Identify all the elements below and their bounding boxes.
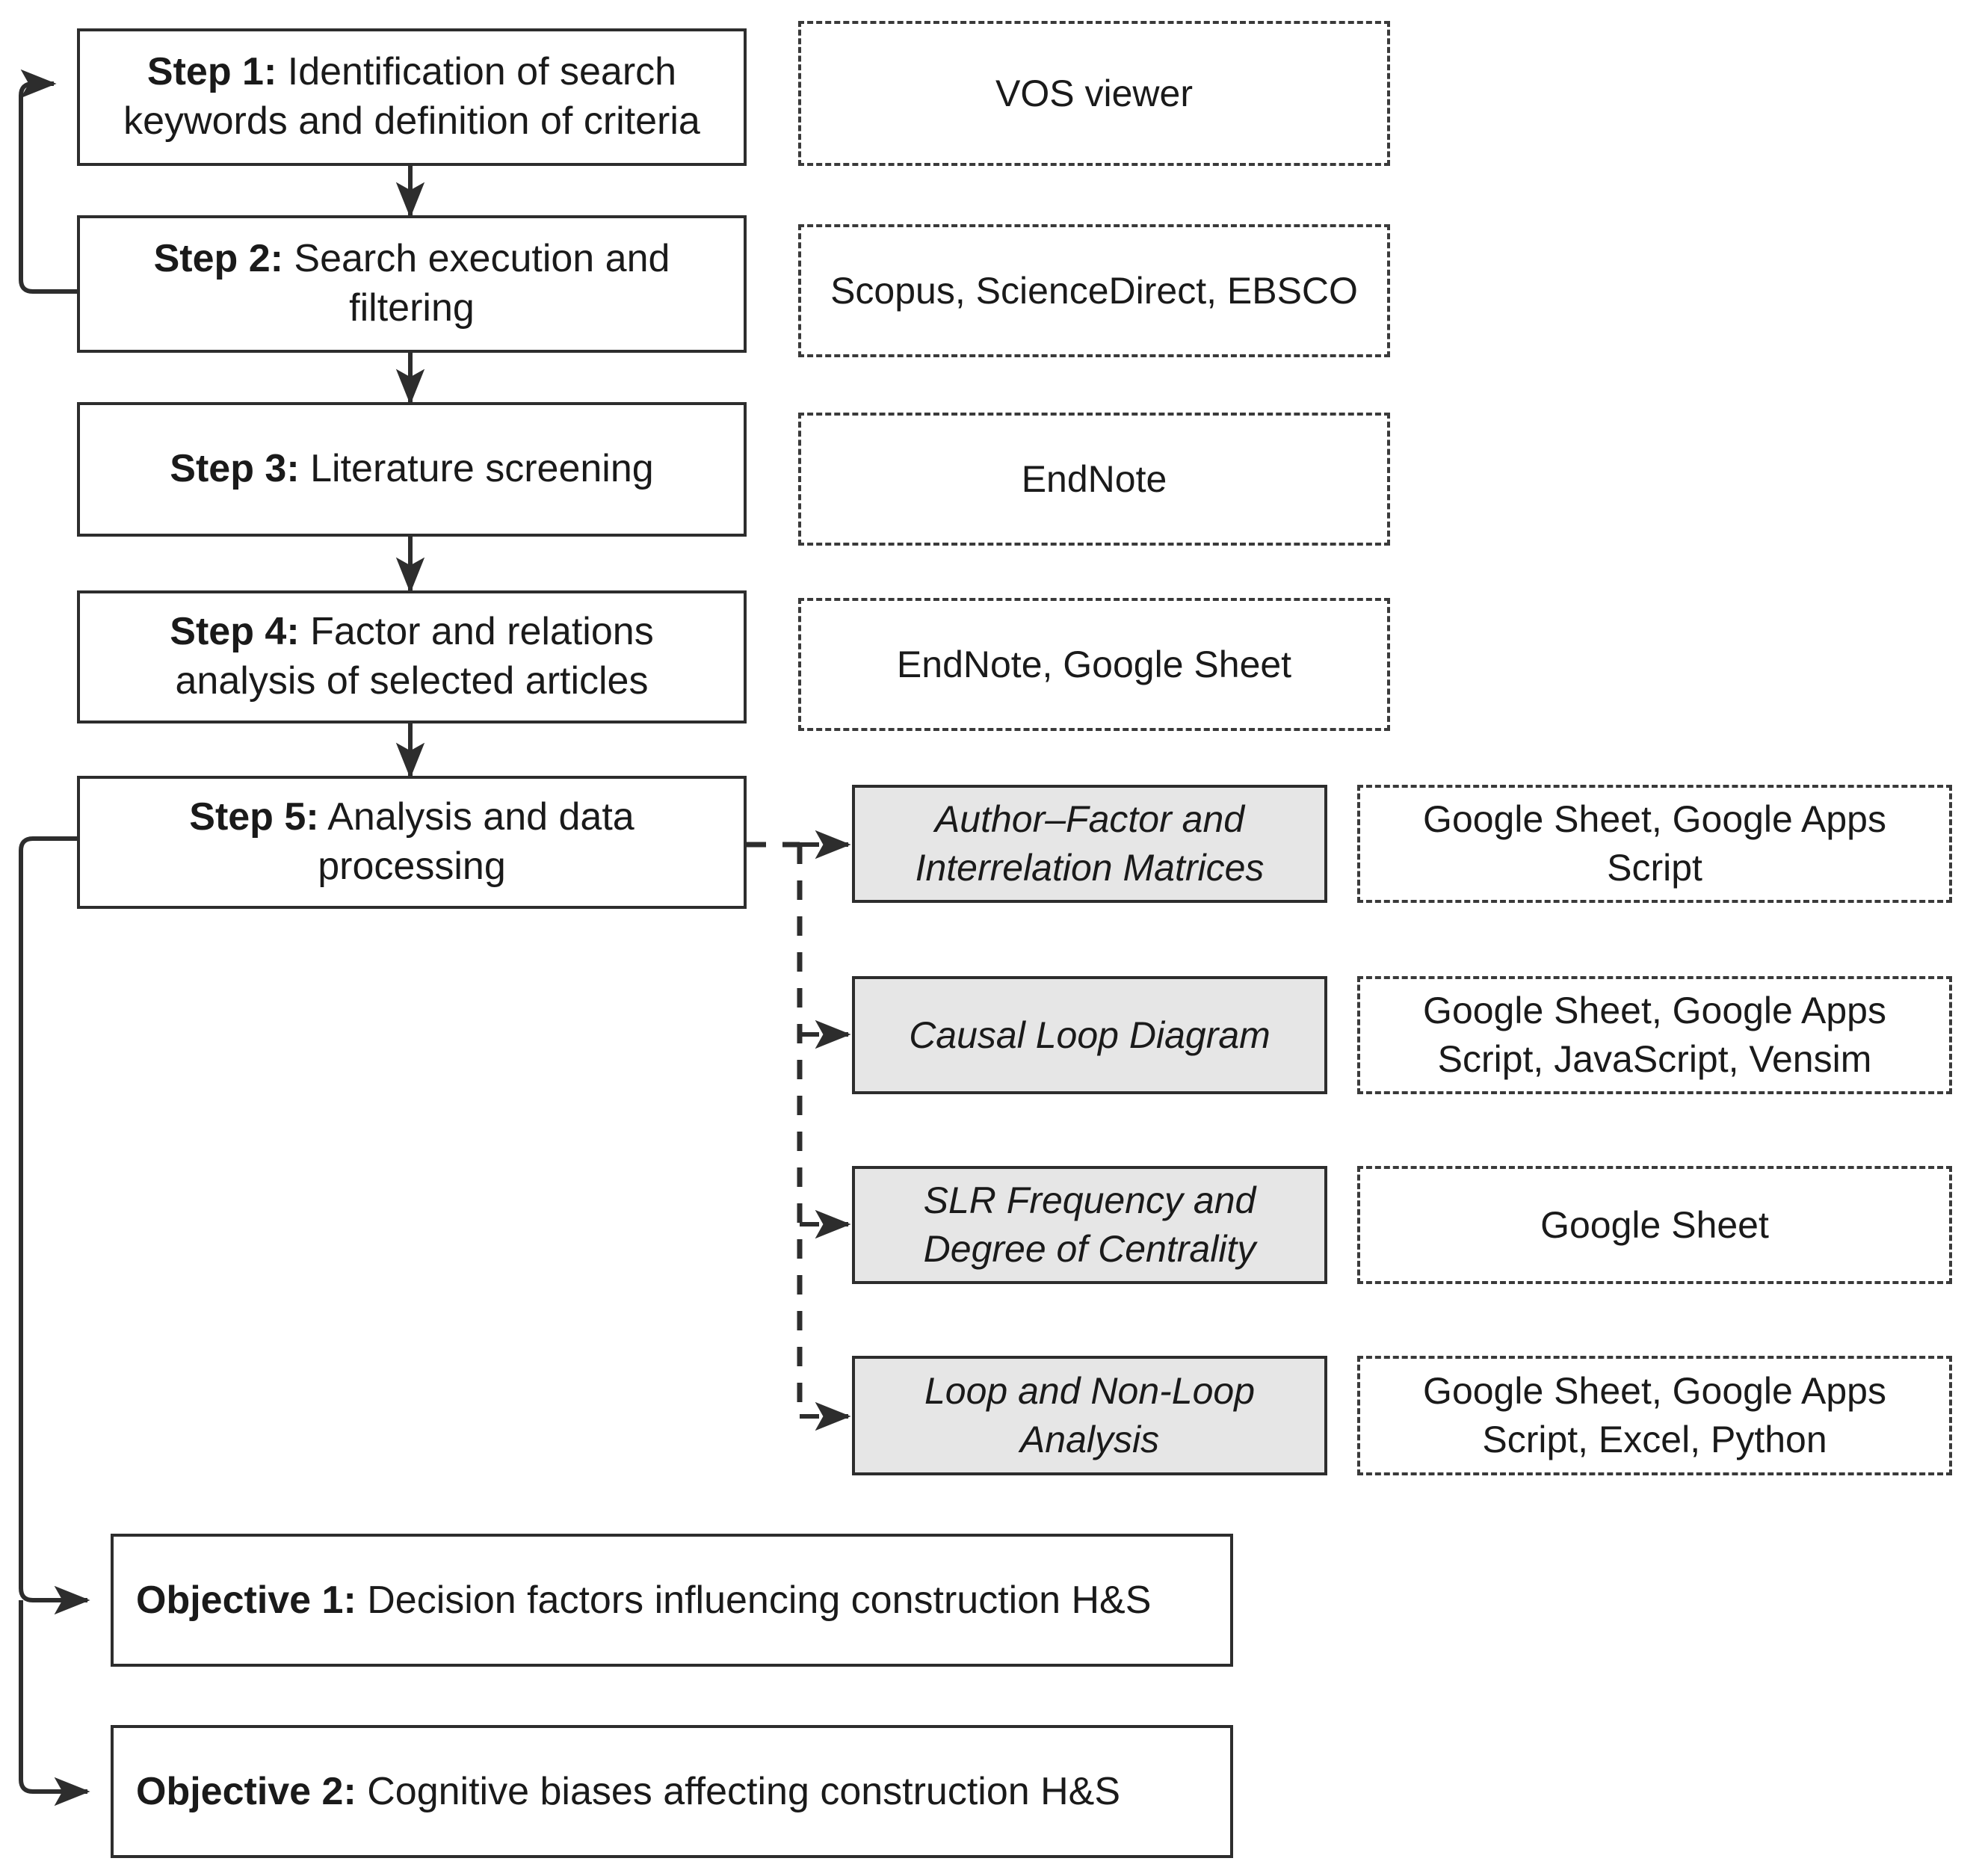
step-box-3[interactable]: Step 3: Literature screening: [77, 402, 747, 537]
artifact-box-1[interactable]: Author–Factor and Interrelation Matrices: [852, 785, 1327, 903]
step-4-label: Step 4: Factor and relations analysis of…: [96, 608, 727, 706]
tool-3-label: EndNote: [1021, 457, 1167, 500]
step-5-label: Step 5: Analysis and data processing: [96, 793, 727, 891]
step-box-2[interactable]: Step 2: Search execution and filtering: [77, 215, 747, 353]
artifact-3-label: SLR Frequency and Degree of Centrality: [923, 1179, 1256, 1270]
objective-2-prefix: Objective 2:: [136, 1769, 356, 1813]
tool-box-1: VOS viewer: [798, 21, 1390, 166]
objective-1-prefix: Objective 1:: [136, 1578, 356, 1622]
artifact-tool-box-3: Google Sheet: [1357, 1166, 1952, 1284]
step-2-label: Step 2: Search execution and filtering: [96, 235, 727, 333]
step-4-text: Factor and relations analysis of selecte…: [175, 610, 654, 703]
tool-box-4: EndNote, Google Sheet: [798, 598, 1390, 731]
tool-box-2: Scopus, ScienceDirect, EBSCO: [798, 224, 1390, 357]
objective-1-text: Decision factors influencing constructio…: [356, 1578, 1152, 1622]
step-4-prefix: Step 4:: [170, 610, 300, 654]
step-box-5[interactable]: Step 5: Analysis and data processing: [77, 776, 747, 909]
artifact-tool-2-label: Google Sheet, Google Apps Script, JavaSc…: [1423, 990, 1886, 1080]
artifact-dashed-arrows: [800, 830, 851, 1431]
artifact-box-4[interactable]: Loop and Non-Loop Analysis: [852, 1356, 1327, 1475]
artifact-tool-box-2: Google Sheet, Google Apps Script, JavaSc…: [1357, 976, 1952, 1094]
feedback-loop-step2-to-step1: [19, 69, 77, 294]
tool-1-label: VOS viewer: [995, 72, 1193, 114]
step-5-prefix: Step 5:: [189, 795, 319, 839]
step-1-label: Step 1: Identification of search keyword…: [96, 48, 727, 146]
step5-artifact-dashed-bus: [747, 842, 803, 1416]
objective-box-2[interactable]: Objective 2: Cognitive biases affecting …: [111, 1725, 1233, 1858]
tool-box-3: EndNote: [798, 413, 1390, 546]
tool-2-label: Scopus, ScienceDirect, EBSCO: [830, 269, 1358, 312]
step-box-4[interactable]: Step 4: Factor and relations analysis of…: [77, 590, 747, 723]
artifact-tool-box-1: Google Sheet, Google Apps Script: [1357, 785, 1952, 903]
tool-4-label: EndNote, Google Sheet: [896, 643, 1292, 685]
artifact-1-label: Author–Factor and Interrelation Matrices: [915, 798, 1265, 889]
artifact-2-label: Causal Loop Diagram: [909, 1013, 1270, 1056]
artifact-4-label: Loop and Non-Loop Analysis: [924, 1370, 1256, 1460]
objective-box-1[interactable]: Objective 1: Decision factors influencin…: [111, 1534, 1233, 1667]
artifact-box-2[interactable]: Causal Loop Diagram: [852, 976, 1327, 1094]
artifact-tool-1-label: Google Sheet, Google Apps Script: [1423, 798, 1886, 889]
step-2-text: Search execution and filtering: [282, 237, 670, 330]
objective-1-label: Objective 1: Decision factors influencin…: [136, 1576, 1151, 1625]
artifact-tool-3-label: Google Sheet: [1540, 1203, 1769, 1246]
artifact-tool-4-label: Google Sheet, Google Apps Script, Excel,…: [1423, 1370, 1886, 1460]
artifact-box-3[interactable]: SLR Frequency and Degree of Centrality: [852, 1166, 1327, 1284]
step-1-text: Identification of search keywords and de…: [123, 50, 700, 143]
step-2-prefix: Step 2:: [153, 237, 283, 281]
step-3-prefix: Step 3:: [170, 447, 300, 491]
step-3-label: Step 3: Literature screening: [170, 445, 653, 494]
objective-2-text: Cognitive biases affecting construction …: [356, 1769, 1121, 1813]
step-box-1[interactable]: Step 1: Identification of search keyword…: [77, 28, 747, 166]
artifact-tool-box-4: Google Sheet, Google Apps Script, Excel,…: [1357, 1356, 1952, 1475]
step-1-prefix: Step 1:: [146, 50, 277, 94]
objective-2-label: Objective 2: Cognitive biases affecting …: [136, 1768, 1120, 1816]
step5-to-objectives-branch: [19, 836, 90, 1806]
step-3-text: Literature screening: [299, 447, 654, 491]
step-5-text: Analysis and data processing: [318, 795, 635, 888]
